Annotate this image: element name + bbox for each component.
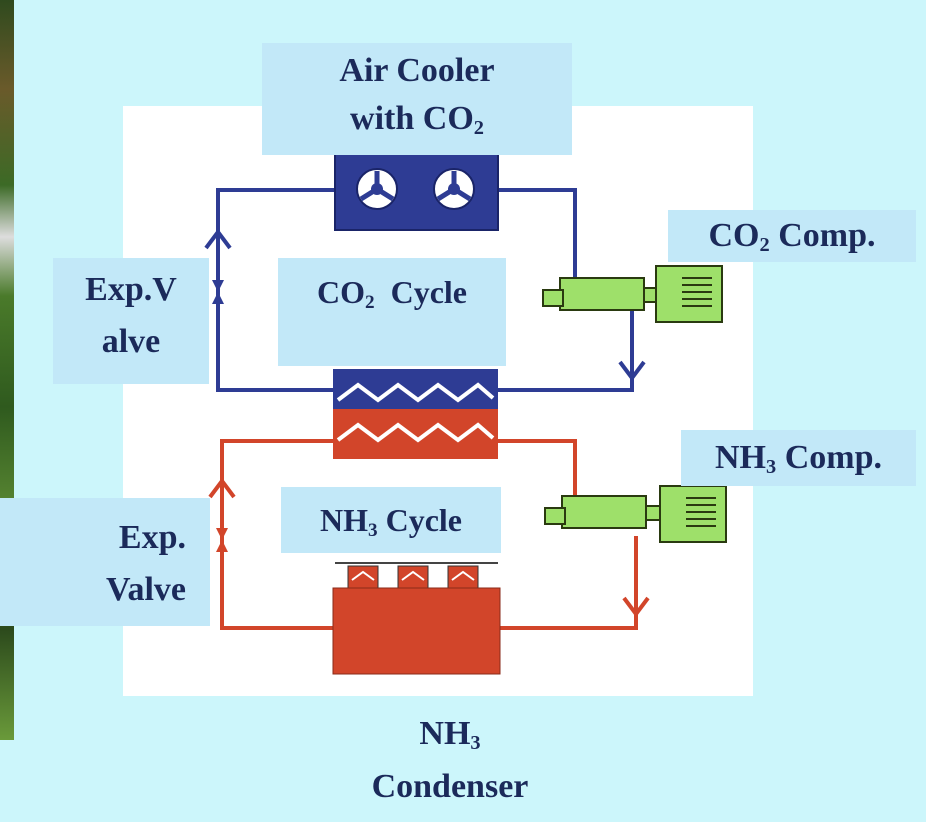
cascade-heat-exchanger-icon	[333, 369, 498, 459]
co2-flow-arrow-up	[204, 228, 232, 250]
nh3-pipe	[498, 536, 638, 630]
co2-flow-arrow-down	[618, 360, 646, 382]
nh3-expansion-valve-icon	[216, 528, 228, 552]
co2-pipe	[498, 188, 577, 283]
nh3-expansion-valve-label: Exp. Valve	[0, 498, 210, 626]
co2-comp-label: CO2 Comp.	[668, 210, 916, 262]
co2-compressor-icon	[542, 265, 723, 323]
nh3-condenser-icon	[332, 562, 501, 675]
fan-icon	[433, 168, 475, 210]
air-cooler-label: Air Cooler with CO2	[262, 43, 572, 155]
co2-expansion-valve-icon	[212, 280, 224, 304]
nh3-flow-arrow-down	[622, 596, 650, 618]
nh3-flow-arrow-up	[208, 477, 236, 499]
co2-expansion-valve-label: Exp.V alve	[53, 258, 209, 384]
nh3-comp-label: NH3 Comp.	[681, 430, 916, 486]
co2-cycle-label: CO2 Cycle	[278, 258, 506, 366]
nh3-cycle-label: NH3 Cycle	[281, 487, 501, 553]
nh3-condenser-label: NH3 Condenser	[371, 715, 529, 806]
nh3-pipe	[498, 439, 588, 502]
air-cooler-icon	[334, 151, 499, 231]
co2-pipe	[498, 318, 634, 392]
nh3-compressor-icon	[544, 485, 727, 543]
fan-icon	[356, 168, 398, 210]
